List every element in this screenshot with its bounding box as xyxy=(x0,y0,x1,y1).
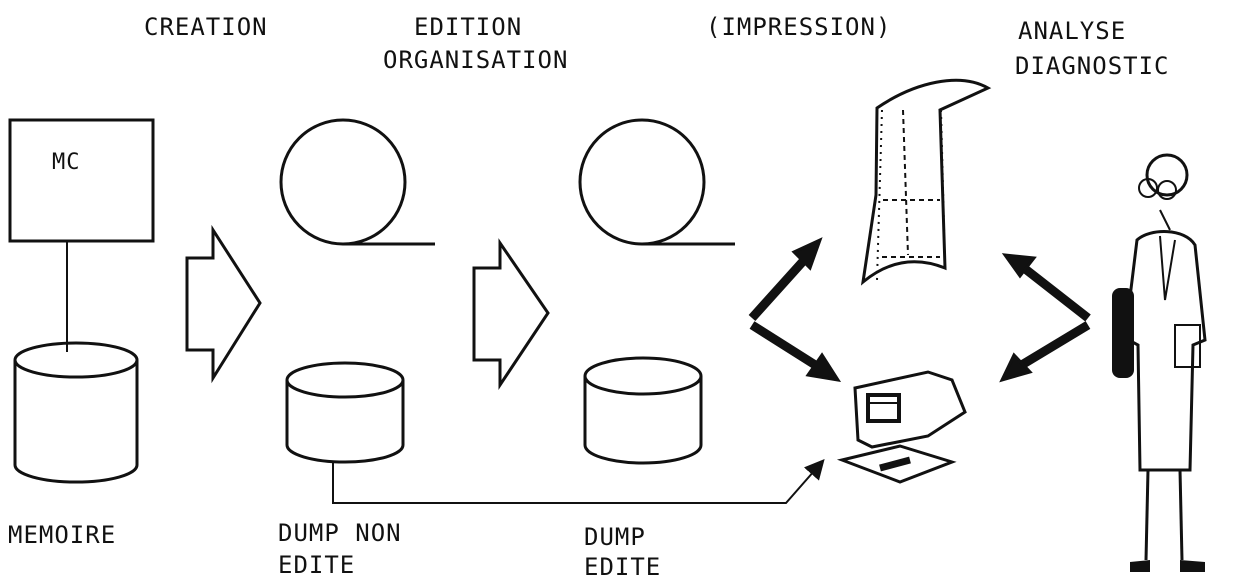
tape-reel-edite-icon xyxy=(578,118,735,246)
dump-non-edite-caption-line2: EDITE xyxy=(278,551,356,579)
paper-printout-icon xyxy=(860,78,992,286)
memory-box-icon xyxy=(8,118,155,352)
stage-edition-label: EDITION xyxy=(414,13,523,41)
direct-link-arrow-icon xyxy=(332,458,825,504)
memory-disk-icon xyxy=(13,341,139,484)
bold-arrow-to-printout-icon xyxy=(748,237,823,322)
stage-diagnostic-label: DIAGNOSTIC xyxy=(1015,52,1170,80)
dump-edite-caption-line2: EDITE xyxy=(584,553,662,581)
disk-non-edite-icon xyxy=(285,361,405,464)
stage-analyse-label: ANALYSE xyxy=(1018,17,1127,45)
memory-box-label: MC xyxy=(52,150,81,175)
edition-hollow-arrow-icon xyxy=(472,238,550,390)
disk-edite-icon xyxy=(583,356,703,465)
analyst-person-icon xyxy=(1112,153,1207,572)
bold-arrow-analyst-to-printout-icon xyxy=(1001,253,1091,322)
creation-hollow-arrow-icon xyxy=(185,224,262,384)
bold-arrow-to-terminal-icon xyxy=(749,321,842,383)
stage-impression-label: (IMPRESSION) xyxy=(706,13,892,41)
computer-terminal-icon xyxy=(836,370,967,484)
bold-arrow-analyst-to-terminal-icon xyxy=(999,321,1091,383)
dump-edite-caption-line1: DUMP xyxy=(584,523,646,551)
stage-organisation-label: ORGANISATION xyxy=(383,46,569,74)
memoire-caption: MEMOIRE xyxy=(8,521,117,549)
dump-non-edite-caption-line1: DUMP NON xyxy=(278,519,402,547)
stage-creation-label: CREATION xyxy=(144,13,268,41)
tape-reel-non-edite-icon xyxy=(279,118,435,246)
